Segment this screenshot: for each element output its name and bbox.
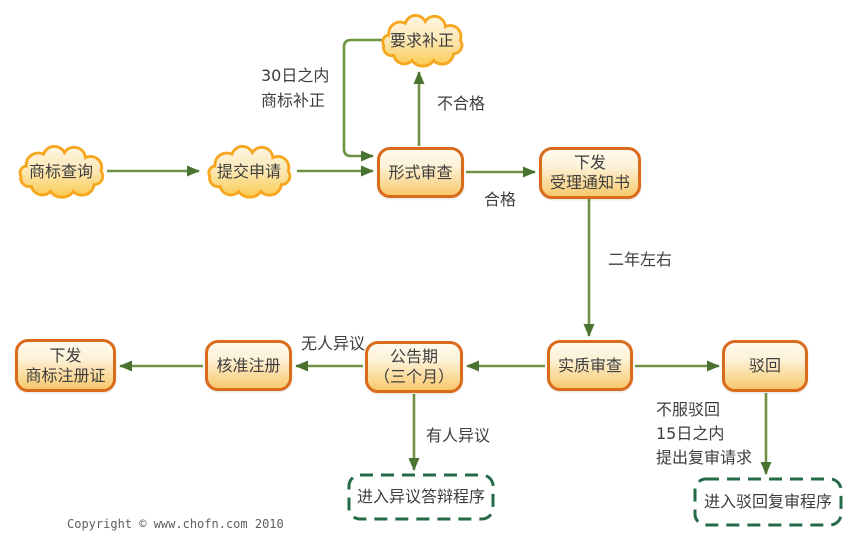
cloud-shape bbox=[207, 145, 292, 199]
node-substantive-examination: 实质审查 bbox=[547, 340, 633, 391]
node-rejection-review-procedure: 进入驳回复审程序 bbox=[693, 477, 843, 527]
node-trademark-search-cloud: 商标查询 bbox=[14, 144, 108, 200]
label-line: 不服驳回 bbox=[656, 400, 721, 419]
label-two-years: 二年左右 bbox=[608, 250, 673, 269]
label-no-opposition: 无人异议 bbox=[301, 334, 366, 353]
label-unqualified: 不合格 bbox=[437, 94, 486, 113]
node-opposition-procedure: 进入异议答辩程序 bbox=[347, 473, 495, 521]
label-rejection-deadline: 不服驳回 15日之内 提出复审请求 bbox=[656, 398, 752, 470]
label-qualified: 合格 bbox=[484, 190, 517, 209]
node-rejection: 驳回 bbox=[722, 340, 808, 392]
node-approval-registration: 核准注册 bbox=[205, 340, 292, 391]
node-label: 驳回 bbox=[748, 356, 781, 375]
label-has-opposition: 有人异议 bbox=[426, 426, 491, 445]
node-label: 要求补正 bbox=[389, 31, 454, 50]
node-label-line1: 公告期 bbox=[389, 347, 438, 366]
node-label: 进入驳回复审程序 bbox=[703, 492, 832, 511]
node-publication-period: 公告期 （三个月） bbox=[365, 341, 463, 393]
cloud-shape bbox=[381, 14, 464, 68]
node-label-line2: （三个月） bbox=[373, 367, 454, 386]
node-registration-certificate: 下发 商标注册证 bbox=[15, 339, 116, 392]
node-label-line2: 受理通知书 bbox=[549, 173, 630, 192]
node-label: 商标查询 bbox=[28, 162, 93, 181]
label-line: 商标补正 bbox=[261, 91, 326, 110]
cloud-shape bbox=[18, 145, 105, 199]
node-label-line1: 下发 bbox=[49, 345, 82, 365]
label-line: 提出复审请求 bbox=[656, 448, 753, 467]
copyright-text: Copyright © www.chofn.com 2010 bbox=[67, 517, 284, 531]
node-label-line2: 商标注册证 bbox=[25, 365, 106, 385]
label-line: 30日之内 bbox=[261, 66, 330, 85]
node-label: 进入异议答辩程序 bbox=[356, 487, 485, 506]
node-request-correction-cloud: 要求补正 bbox=[377, 13, 467, 69]
node-label: 形式审查 bbox=[388, 162, 453, 182]
node-label: 实质审查 bbox=[557, 355, 622, 375]
node-formal-examination: 形式审查 bbox=[377, 147, 464, 198]
label-line: 15日之内 bbox=[656, 424, 725, 443]
node-label: 核准注册 bbox=[216, 355, 281, 375]
dashed-border-shape bbox=[693, 477, 843, 527]
dashed-border-shape bbox=[347, 473, 495, 521]
node-label: 提交申请 bbox=[216, 162, 281, 181]
node-submit-application-cloud: 提交申请 bbox=[203, 144, 295, 200]
node-label-line1: 下发 bbox=[573, 153, 606, 172]
arrow-correction-to-formal bbox=[342, 38, 384, 162]
node-acceptance-notice: 下发 受理通知书 bbox=[539, 147, 641, 199]
label-correction-deadline: 30日之内 商标补正 bbox=[261, 63, 329, 113]
